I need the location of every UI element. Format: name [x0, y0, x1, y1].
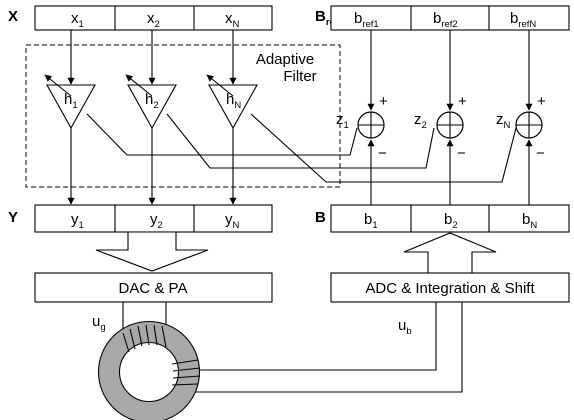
summer-2: + − z2 [414, 93, 467, 162]
bref-cell-n: brefN [510, 10, 536, 30]
summer-n: + − zN [496, 93, 546, 162]
b-cell-n: bN [522, 211, 537, 231]
summer-2-plus: + [458, 93, 467, 110]
adaptive-filter-label-line1: Adaptive [256, 51, 314, 68]
bref-cell-1: bref1 [354, 10, 379, 30]
summer-2-minus: − [457, 145, 466, 162]
bref-vector: bref1 bref2 brefN [330, 5, 570, 31]
filter-h2-label: h2 [145, 91, 159, 111]
b-vector-box [330, 204, 570, 233]
y-cell-2: y2 [150, 211, 163, 231]
x-cell-2: x2 [147, 10, 160, 30]
bref-vector-box [330, 5, 570, 31]
x-cell-1: x1 [71, 10, 84, 30]
y-cell-n: yN [225, 211, 240, 231]
error-z1-label: z1 [336, 111, 349, 131]
dac-pa-label: DAC & PA [119, 280, 188, 297]
filter-hn-triangle [208, 84, 258, 130]
arrow-y-to-dac [95, 231, 209, 272]
filter-h2-adapt-arrow [125, 74, 153, 97]
adc-label: ADC & Integration & Shift [365, 280, 535, 297]
summer-n-minus: − [536, 145, 545, 162]
wire-adc-outer [190, 302, 463, 393]
error-z2-label: z2 [414, 111, 427, 131]
filter-h1-label: h1 [64, 91, 78, 111]
feedback-z1-to-h1 [86, 113, 358, 156]
signal-ug-label: ug [92, 313, 106, 333]
y-cell-1: y1 [71, 211, 84, 231]
y-vector: y1 y2 yN [34, 204, 273, 233]
x-vector-label: X [8, 8, 18, 25]
b-vector: b1 b2 bN [330, 204, 570, 233]
filter-hn-label: hN [226, 91, 241, 111]
toroid-core [97, 320, 201, 420]
summer-1-minus: − [378, 145, 387, 162]
bref-cell-2: bref2 [433, 10, 458, 30]
filter-hn: hN [206, 74, 258, 130]
summer-n-plus: + [537, 93, 546, 110]
signal-ub-label: ub [398, 317, 412, 337]
filter-h1-adapt-arrow [44, 74, 72, 97]
summer-1: + − z1 [336, 93, 388, 162]
b-cell-2: b2 [444, 211, 458, 231]
filter-h1: h1 [44, 74, 96, 130]
wire-adc-inner [188, 302, 437, 371]
adc-block [330, 272, 570, 303]
y-vector-box [34, 204, 273, 233]
dac-pa-block [34, 272, 273, 303]
adaptive-filter-label-line2: Filter [283, 68, 316, 85]
b-cell-1: b1 [364, 211, 378, 231]
feedback-zn-to-hn [250, 113, 517, 183]
filter-h2: h2 [125, 74, 177, 130]
x-vector: x1 x2 xN [34, 5, 273, 31]
summer-1-plus: + [379, 93, 388, 110]
arrow-adc-to-b [403, 232, 497, 274]
feedback-z2-to-h2 [166, 113, 435, 169]
b-vector-label: B [315, 209, 326, 226]
filter-hn-adapt-arrow [206, 74, 234, 97]
y-vector-label: Y [8, 209, 18, 226]
filter-h2-triangle [127, 84, 177, 130]
x-vector-box [34, 5, 273, 31]
error-zn-label: zN [496, 111, 511, 131]
x-cell-n: xN [225, 10, 240, 30]
filter-h1-triangle [46, 84, 96, 130]
toroid-ring [98, 321, 200, 420]
adaptive-filter-region [25, 44, 341, 188]
